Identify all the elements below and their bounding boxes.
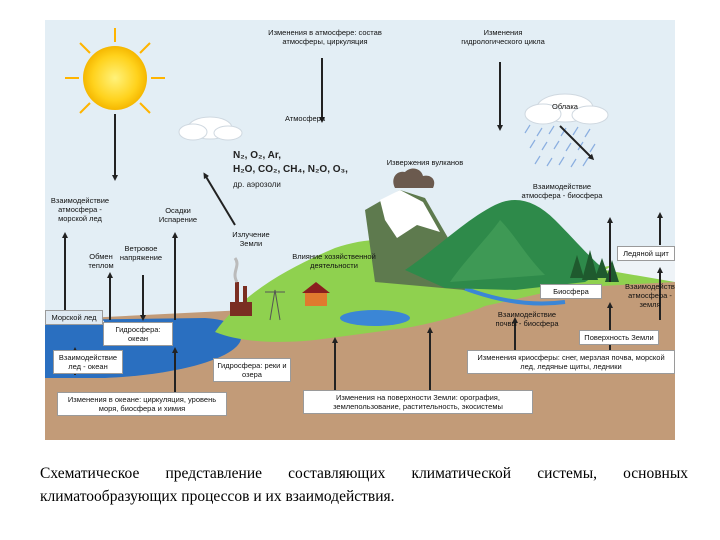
lake	[340, 310, 410, 326]
label-sea-ice: Морской лед	[45, 310, 103, 325]
label-atm-ice: Взаимодействие атмосфера - морской лед	[50, 196, 110, 223]
label-atm-bio: Взаимодействие атмосфера - биосфера	[521, 182, 603, 200]
land	[215, 239, 675, 342]
label-wind-stress: Ветровое напряжение	[119, 244, 163, 262]
gases-line-2: H₂O, CO₂, CH₄, N₂O, O₃,	[233, 164, 348, 175]
power-tower	[265, 289, 285, 321]
label-cryo-changes: Изменения криосферы: снег, мерзлая почва…	[467, 350, 675, 374]
label-atmosphere: Атмосфера	[284, 114, 326, 123]
label-ice-sheet: Ледяной щит	[617, 246, 675, 261]
label-earth-rad: Излучение Земли	[232, 230, 270, 248]
label-heat-exchange: Обмен теплом	[88, 252, 114, 270]
label-atm-land: Взаимодействие атмосфера - земля	[625, 282, 675, 309]
label-volcanoes: Извержения вулканов	[386, 158, 464, 167]
label-hydro-rivers: Гидросфера: реки и озера	[213, 358, 291, 382]
forest	[570, 250, 619, 282]
climate-system-diagram: Изменения в атмосфере: состав атмосферы,…	[45, 20, 675, 440]
gases-line-3: др. аэрозоли	[233, 180, 281, 189]
label-clouds: Облака	[552, 102, 578, 111]
label-atm-changes: Изменения в атмосфере: состав атмосферы,…	[268, 28, 382, 46]
figure-caption: Схематическое представление составляющих…	[40, 465, 688, 505]
volcano-smoke	[393, 168, 435, 188]
label-soil-bio: Взаимодействие почвы - биосфера	[495, 310, 559, 328]
label-precip: Осадки Испарение	[158, 206, 198, 224]
diagram-illustration	[45, 20, 675, 440]
label-land-surface: Поверхность Земли	[579, 330, 659, 345]
label-human: Влияние хозяйственной деятельности	[292, 252, 376, 270]
arrow-clouds	[559, 125, 595, 161]
gases-line-1: N₂, O₂, Ar,	[233, 150, 281, 161]
factory	[230, 257, 252, 316]
house	[302, 282, 330, 306]
label-ice-ocean: Взаимодействие лед - океан	[53, 350, 123, 374]
label-biosphere: Биосфера	[540, 284, 602, 299]
label-hydro-changes: Изменения гидрологического цикла	[461, 28, 545, 46]
rain	[524, 124, 596, 168]
arrow-rad-up	[203, 172, 236, 226]
cloud-left	[178, 116, 243, 141]
label-hydro-ocean: Гидросфера: океан	[103, 322, 173, 346]
cloud-right	[524, 93, 609, 125]
label-ocean-changes: Изменения в океане: циркуляция, уровень …	[57, 392, 227, 416]
label-land-changes: Изменения на поверхности Земли: орографи…	[303, 390, 533, 414]
